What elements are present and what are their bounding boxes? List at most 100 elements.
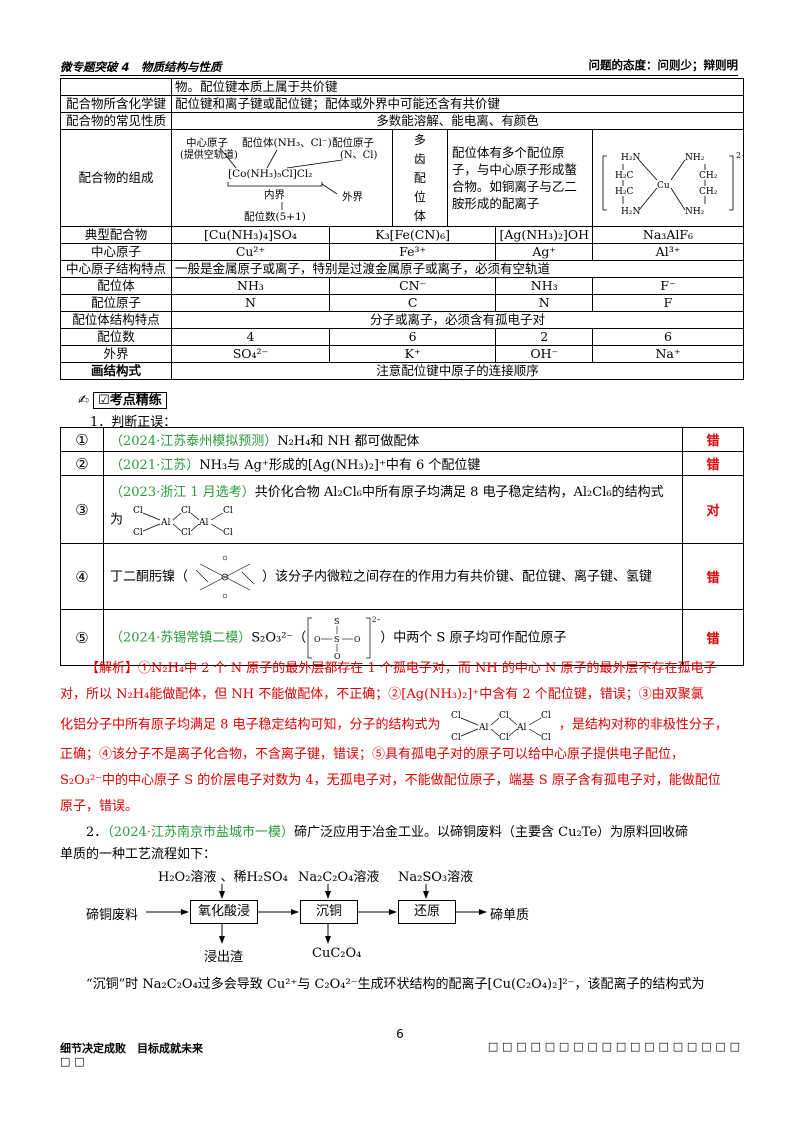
row-comp-label: 配合物的组成 [59, 129, 173, 227]
composition-diagram: 中心原子 (提供空轨道) 配位体(NH₃、Cl⁻) 配位原子 (N、Cl) [C… [180, 136, 378, 223]
svg-text:NH₂: NH₂ [685, 153, 705, 163]
judge-table: ① （2024·江苏泰州模拟预测）N₂H₄和 NH 都可做配体 错 ② （202… [60, 427, 744, 666]
pen-icon: ✍ [78, 393, 89, 408]
svg-text:Al: Al [516, 723, 526, 733]
composition-diagram-cell: 中心原子 (提供空轨道) 配位体(NH₃、Cl⁻) 配位原子 (N、Cl) [C… [171, 129, 394, 227]
svg-text:NH₂: NH₂ [685, 207, 705, 217]
svg-text:CH₂: CH₂ [699, 187, 718, 197]
svg-text:中心原子: 中心原子 [186, 136, 228, 149]
footer-right: □ □ □ □ □ □ □ □ □ □ □ □ □ □ □ □ □ □ [487, 1040, 740, 1053]
svg-text:S: S [334, 635, 339, 644]
outer-1: SO₄²⁻ [171, 345, 330, 363]
coord-atom-3: N [495, 294, 593, 312]
item-5-answer: 错 [682, 609, 744, 666]
svg-text:2+: 2+ [736, 151, 743, 160]
svg-text:(提供空轨道): (提供空轨道) [180, 148, 238, 161]
flow-output: 碲单质 [490, 908, 530, 923]
header-left: 微专题突破 4 物质结构与性质 [60, 60, 222, 74]
thiosulfate-structure: 2− SS OO O [307, 616, 383, 661]
coord-atom-4: F [591, 294, 745, 312]
svg-text:配位数(5+1): 配位数(5+1) [244, 210, 306, 223]
reagent-2: Na₂C₂O₄溶液 [298, 870, 380, 885]
chelate-structure: 2+ H₂N H₂C H₂C H₂N Cu NH₂ CH₂ CH₂ NH₂ [602, 151, 743, 217]
flow-input: 碲铜废料 [86, 908, 139, 923]
item-1-answer: 错 [682, 427, 744, 452]
flow-arrows [146, 884, 487, 944]
complex-2: K₃[Fe(CN)₆] [328, 226, 497, 244]
coord-num-label: 配位数 [59, 328, 173, 346]
question-1-stem: 1．判断正误： [90, 415, 177, 430]
coord-atom-2: C [328, 294, 497, 312]
svg-text:Cl: Cl [451, 711, 461, 721]
svg-text:Cl: Cl [181, 506, 191, 516]
typical-label: 典型配合物 [59, 226, 173, 244]
item-3-text: （2023·浙江 1 月选考）共价化合物 Al₂Cl₆中所有原子均满足 8 电子… [103, 475, 683, 544]
complex-table: 物。配位键本质上属于共价键 配合物所含化学键 配位键和离子键或配位键；配体或外界… [59, 78, 745, 380]
coord-num-3: 2 [495, 328, 593, 346]
svg-text:Cl: Cl [223, 528, 233, 537]
draw-label: 画结构式 [59, 362, 173, 380]
footer-left-2: □ □ [60, 1055, 85, 1068]
item-5-num: ⑤ [60, 609, 104, 666]
complex-1: [Cu(NH₃)₄]SO₄ [171, 226, 330, 244]
svg-text:Cu: Cu [657, 181, 670, 191]
center-feature-value: 一般是金属原子或离子，特别是过渡金属原子或离子，必须有空轨道 [171, 260, 744, 278]
svg-text:2−: 2− [372, 616, 380, 624]
svg-text:[Co(NH₃)₅Cl]Cl₂: [Co(NH₃)₅Cl]Cl₂ [228, 168, 313, 180]
svg-text:Cl: Cl [499, 711, 509, 721]
ligand-feature-label: 配位体结构特点 [59, 311, 173, 329]
svg-text:外界: 外界 [342, 191, 363, 203]
svg-text:S: S [334, 617, 339, 626]
center-atom-4: Al³⁺ [591, 243, 745, 261]
item-1-num: ① [60, 427, 104, 452]
item-4-num: ④ [60, 543, 104, 610]
reagent-3: Na₂SO₃溶液 [398, 870, 474, 885]
q2-source: （2024·江苏南京市盐城市一模） [107, 825, 294, 840]
svg-text:CH₂: CH₂ [699, 171, 718, 181]
svg-text:Cl: Cl [541, 711, 551, 721]
svg-text:Cl: Cl [541, 733, 551, 742]
reagent-1: H₂O₂溶液 、稀H₂SO₄ [158, 870, 288, 885]
item-4-answer: 错 [682, 543, 744, 610]
center-atom-1: Cu²⁺ [171, 243, 330, 261]
explain-line-4: 正确；④该分子不是离子化合物，不含离子键，错误；⑤具有孤电子对的原子可以给中心原… [60, 747, 685, 762]
multi-dentate-label: 多齿配位体 [392, 129, 448, 227]
page-number: 6 [396, 1027, 404, 1041]
coord-num-2: 6 [328, 328, 497, 346]
svg-text:Cl: Cl [451, 733, 461, 742]
explain-line-2: 对，所以 N₂H₄能做配体，但 NH 不能做配体，不正确；②[Ag(NH₃)₂]… [60, 687, 704, 702]
product-residue: 浸出渣 [204, 950, 244, 965]
svg-text:Cl: Cl [499, 733, 509, 742]
svg-text:H₂N: H₂N [621, 153, 640, 163]
svg-text:Al: Al [160, 518, 170, 528]
svg-text:配位体(NH₃、Cl⁻): 配位体(NH₃、Cl⁻) [242, 136, 332, 149]
check-icon: ☑ [98, 393, 110, 408]
ligand-label: 配位体 [59, 277, 173, 295]
outer-label: 外界 [59, 345, 173, 363]
outer-2: K⁺ [328, 345, 497, 363]
top-text: 物。配位键本质上属于共价键 [171, 78, 744, 96]
item-2-text: （2021·江苏）NH₃与 Ag⁺形成的[Ag(NH₃)₂]⁺中有 6 个配位键 [103, 451, 683, 476]
complex-3: [Ag(NH₃)₂]OH [495, 226, 593, 244]
outer-3: OH⁻ [495, 345, 593, 363]
ligand-4: F⁻ [591, 277, 745, 295]
explain-line-1: 【解析】①N₂H₄中 2 个 N 原子的最外层都存在 1 个孤电子对，而 NH … [86, 661, 717, 676]
outer-4: Na⁺ [591, 345, 745, 363]
ligand-1: NH₃ [171, 277, 330, 295]
svg-text:配位原子: 配位原子 [332, 136, 374, 149]
question-2: 2．（2024·江苏南京市盐城市一模）碲广泛应用于冶金工业。以碲铜废料（主要含 … [60, 822, 746, 866]
q2-line-2: 单质的一种工艺流程如下： [60, 847, 217, 862]
explain-line-5: S₂O₃²⁻中的中心原子 S 的价层电子对数为 4，无孤电子对，不能做配位原子，… [60, 773, 721, 788]
row-props-value: 多数能溶解、能电离、有颜色 [171, 112, 744, 130]
ligand-3: NH₃ [495, 277, 593, 295]
item-2-answer: 错 [682, 451, 744, 476]
svg-text:O: O [314, 635, 321, 644]
ligand-2: CN⁻ [328, 277, 497, 295]
header-right: 问题的态度：问则少；辩则明 [588, 58, 739, 72]
svg-text:Cl: Cl [181, 528, 191, 537]
nickel-dimethylglyoxime-structure [195, 555, 255, 598]
item-3-answer: 对 [682, 475, 744, 544]
